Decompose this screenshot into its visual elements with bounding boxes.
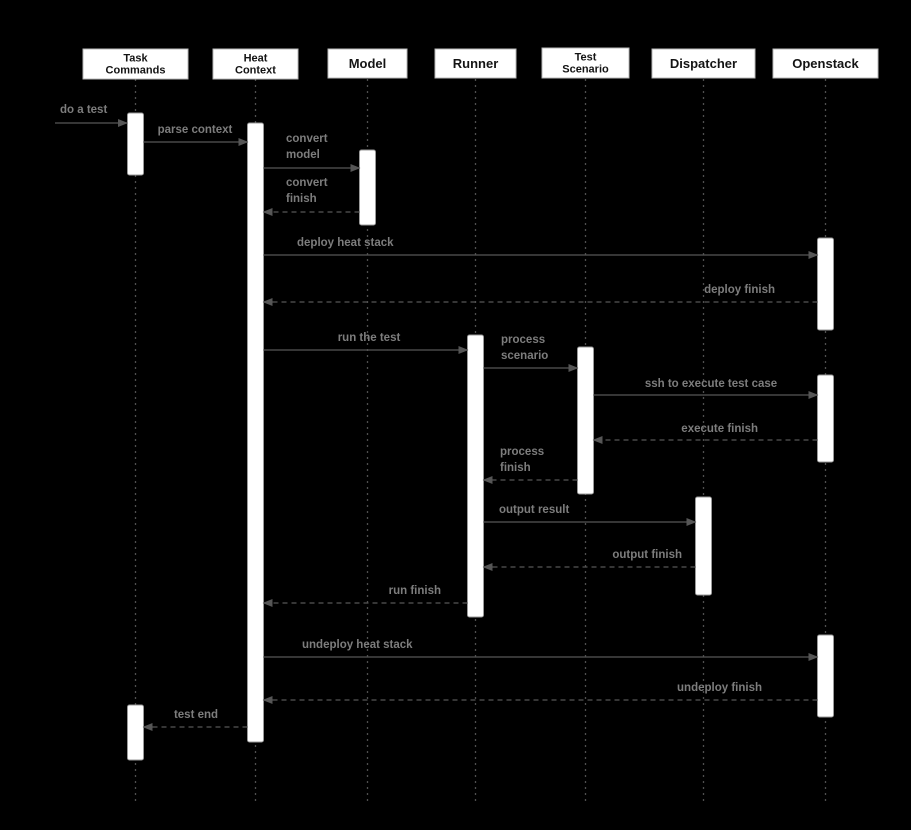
participant-box-dispatcher (651, 48, 756, 79)
participant-label-dispatcher: Dispatcher (670, 56, 737, 71)
activation-openstack-9 (817, 634, 834, 718)
message-label-test-end: test end (174, 709, 218, 721)
message-label-run-finish: run finish (389, 585, 441, 597)
activation-heat-context-2 (247, 122, 264, 743)
message-label-do-a-test: do a test (60, 104, 107, 116)
message-label-parse-context: parse context (158, 124, 233, 136)
message-label-ssh-execute-testcase: ssh to execute test case (645, 378, 777, 390)
participant-label-model: Model (349, 56, 387, 71)
participant-label-runner: Runner (453, 56, 499, 71)
activation-task-commands-0 (127, 112, 144, 176)
participant-box-heat-context (212, 48, 299, 80)
participant-box-test-scenario (541, 47, 630, 79)
activation-runner-4 (467, 334, 484, 618)
participant-box-runner (434, 48, 517, 79)
activation-task-commands-1 (127, 704, 144, 761)
message-label-undeploy-heat-stack: undeploy heat stack (302, 639, 413, 651)
message-label-run-the-test: run the test (338, 332, 401, 344)
participant-box-openstack (772, 48, 879, 79)
participant-label-openstack: Openstack (792, 56, 859, 71)
message-label-output-result: output result (499, 504, 569, 516)
message-label-deploy-finish: deploy finish (704, 284, 775, 296)
activation-test-scenario-5 (577, 346, 594, 495)
message-label-execute-finish: execute finish (681, 423, 758, 435)
activation-openstack-7 (817, 237, 834, 331)
message-label-undeploy-finish: undeploy finish (677, 682, 762, 694)
activation-openstack-8 (817, 374, 834, 463)
message-label-output-finish: output finish (612, 549, 682, 561)
activation-dispatcher-6 (695, 496, 712, 596)
message-label-deploy-heat-stack: deploy heat stack (297, 237, 394, 249)
activation-model-3 (359, 149, 376, 226)
participant-box-task-commands (82, 48, 189, 80)
participant-box-model (327, 48, 408, 79)
